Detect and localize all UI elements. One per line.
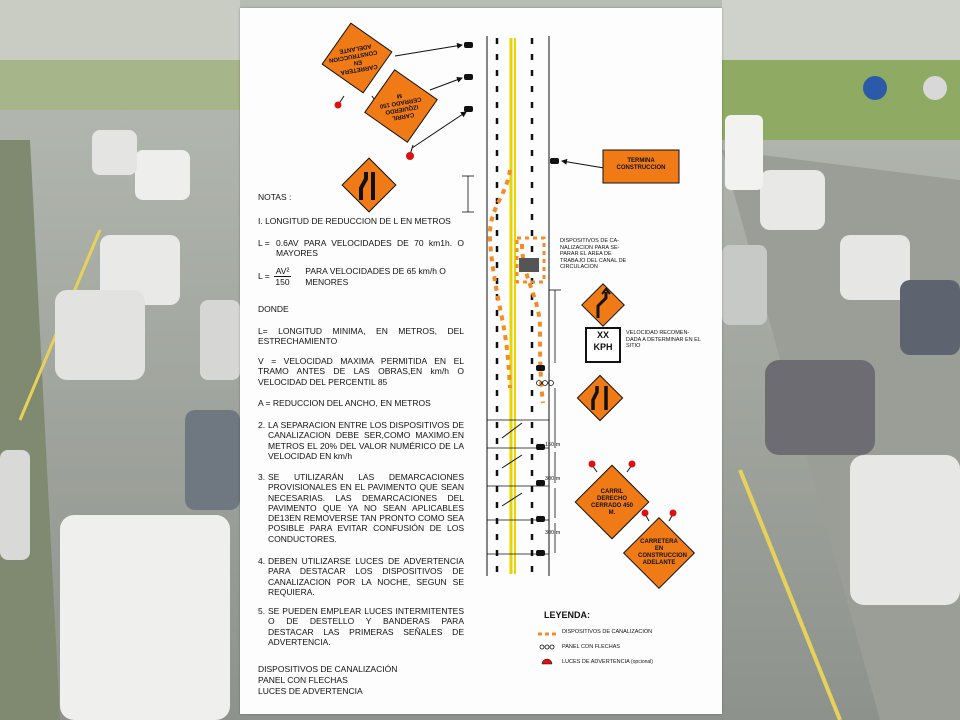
distance-label: 300 m (545, 476, 561, 482)
car (135, 150, 190, 200)
legend-arrow-panel-icon (539, 644, 555, 650)
footer-item: DISPOSITIVOS DE CANALIZACIÓN (258, 664, 398, 674)
formula-2-denominator: 150 (275, 277, 290, 287)
channelizing-devices-line (487, 169, 512, 389)
note-3-text: SE UTILIZARÁN LAS DEMARCACIONES PROVISIO… (268, 472, 464, 544)
note-3: 3. SE UTILIZARÁN LAS DEMARCACIONES PROVI… (258, 472, 464, 544)
note-2-text: LA SEPARACION ENTRE LOS DISPOSITIVOS DE … (268, 420, 464, 461)
def-a: A = REDUCCION DEL ANCHO, EN METROS (258, 398, 431, 408)
sign-construction-ahead-bottom (622, 509, 696, 590)
warning-lights (464, 42, 559, 556)
car (92, 130, 137, 175)
car (765, 360, 875, 455)
legend-item-warning-lights-label: LUCES DE ADVERTENCIA (562, 659, 630, 665)
formula-2: L = AV² 150 PARA VELOCIDADES DE 65 km/h … (258, 266, 464, 287)
sign-right-lane-closed-text: CARRIL DERECHO CERRADO 450 M. (590, 489, 633, 516)
sign-right-lane-closed (574, 460, 650, 540)
car (0, 450, 30, 560)
car (100, 235, 180, 305)
truck (725, 115, 763, 190)
sign-left-lane-closed-top (364, 69, 438, 160)
sign-construction-ahead-bottom-text: CARRETERA EN CONSTRUCCION ADELANTE (638, 539, 687, 566)
van (60, 515, 230, 720)
donde-label: DONDE (258, 304, 289, 314)
formula-1-lhs: L = (258, 238, 270, 248)
speed-sign-bottom: KPH (593, 342, 613, 352)
distance-label: 150 m (545, 442, 561, 448)
legend-item-optional: (opcional) (630, 659, 653, 665)
note-4-text: DEBEN UTILIZARSE LUCES DE ADVERTENCIA PA… (268, 556, 464, 597)
speed-note: VELOCIDAD RECOMEN- DADA A DETERMINAR EN … (626, 330, 701, 349)
road-sign-icon (923, 76, 947, 100)
footer-item: PANEL CON FLECHAS (258, 675, 348, 685)
formula-2-fraction: AV² 150 (273, 266, 292, 287)
car (185, 410, 240, 510)
traffic-control-plan-sheet: CARRETERA EN CONSTRUCCION ADELANTE CARRI… (240, 8, 722, 714)
car (200, 300, 240, 380)
formula-1: L = 0.6AV PARA VELOCIDADES DE 70 km1h. O… (258, 238, 464, 259)
sign-end-construction (602, 149, 680, 184)
car (722, 245, 767, 325)
sign-end-construction-text: TERMINA CONSTRUCCION (616, 158, 666, 171)
legend-item-channel: DISPOSITIVOS DE CANALIZACION (562, 629, 653, 635)
footer-list: DISPOSITIVOS DE CANALIZACIÓN PANEL CON F… (258, 664, 397, 697)
plan-diagram (321, 22, 696, 665)
note-5: 5. SE PUEDEN EMPLEAR LUCES INTERMITENTES… (258, 606, 464, 647)
note-5-text: SE PUEDEN EMPLEAR LUCES INTERMITENTES O … (268, 606, 464, 647)
def-v: V = VELOCIDAD MAXIMA PERMITIDA EN EL TRA… (258, 356, 464, 387)
lane-merge-sign-top (341, 157, 397, 213)
legend-item-arrow-panel: PANEL CON FLECHAS (562, 644, 621, 650)
formula-2-text: PARA VELOCIDADES DE 65 km/h O MENORES (305, 266, 446, 287)
formula-1-text: 0.6AV PARA VELOCIDADES DE 70 km1h. O MAY… (276, 238, 464, 259)
speed-sign (585, 327, 621, 363)
work-area-box (515, 236, 546, 284)
legend-warning-light-icon (541, 658, 553, 665)
car (850, 455, 960, 605)
distance-label: 300 m (545, 530, 561, 536)
arrow-panel-icon (536, 380, 554, 386)
note-3-number: 3. (258, 472, 266, 482)
notes-title: NOTAS : (258, 192, 292, 202)
car (840, 235, 910, 300)
legend-item-warning-lights: LUCES DE ADVERTENCIA (opcional) (562, 659, 653, 665)
curve-sign (581, 283, 625, 327)
note-2-number: 2. (258, 420, 266, 430)
channel-devices-note: DISPOSITIVOS DE CA- NALIZACION PARA SE- … (560, 238, 627, 270)
car (900, 280, 960, 355)
dimension-lines (462, 175, 561, 553)
formula-2-lhs: L = (258, 271, 270, 282)
work-area (519, 258, 539, 272)
def-l: L= LONGITUD MINIMA, EN METROS, DEL ESTRE… (258, 326, 464, 347)
speed-sign-top: XX (596, 330, 609, 340)
note-2: 2. LA SEPARACION ENTRE LOS DISPOSITIVOS … (258, 420, 464, 461)
car (760, 170, 825, 230)
note-4-number: 4. (258, 556, 266, 566)
car (55, 290, 145, 380)
note-1: I. LONGITUD DE REDUCCION DE L EN METROS (258, 216, 451, 226)
note-4: 4. DEBEN UTILIZARSE LUCES DE ADVERTENCIA… (258, 556, 464, 597)
formula-2-numerator: AV² (273, 266, 292, 277)
note-5-number: 5. (258, 606, 266, 616)
road-plan (486, 36, 550, 576)
footer-item: LUCES DE ADVERTENCIA (258, 686, 363, 696)
legend-title: LEYENDA: (544, 610, 591, 620)
lane-merge-sign-bottom (576, 374, 624, 422)
road-sign-icon (863, 76, 887, 100)
